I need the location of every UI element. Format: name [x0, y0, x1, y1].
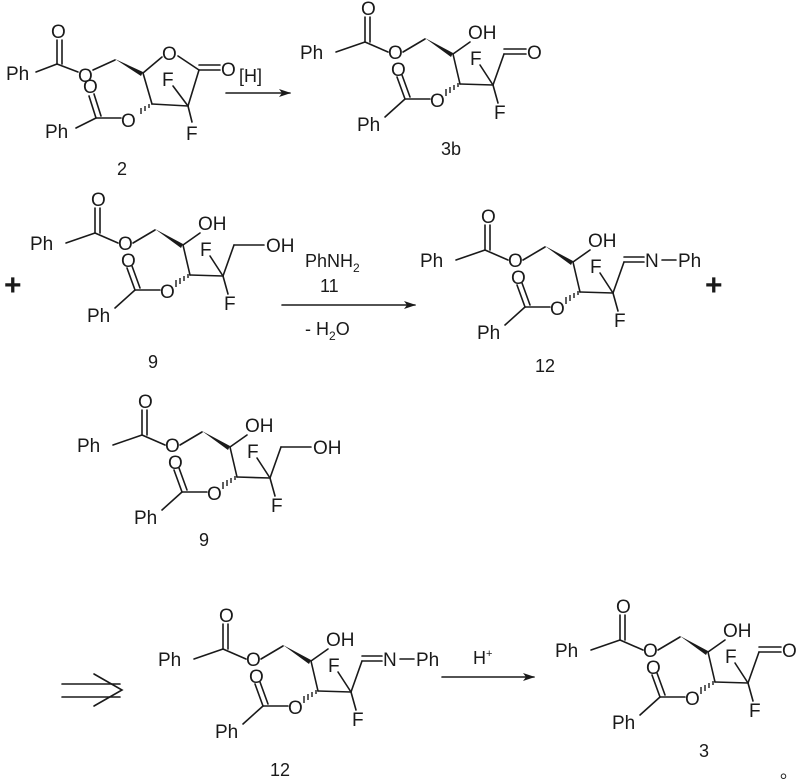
arrow-step-2: PhNH2 11 - H2O [281, 251, 416, 343]
compound-3b: Ph O O OH O O Ph F F O 3b [300, 0, 542, 159]
compound-label-3: 3 [699, 741, 709, 761]
plus-sign: + [705, 269, 723, 302]
atom-o-ring: O [162, 44, 177, 65]
atom-oh: OH [588, 231, 617, 252]
compound-9-second: Ph O O OH O O Ph F F OH 9 [77, 392, 342, 550]
atom-f: F [247, 442, 259, 463]
atom-ph: Ph [6, 64, 29, 85]
atom-ph: Ph [158, 650, 181, 671]
atom-o: O [138, 392, 153, 413]
atom-ph: Ph [357, 115, 380, 136]
reagent-h-plus: H+ [473, 648, 492, 668]
atom-o: O [511, 268, 526, 289]
compound-label-12: 12 [535, 356, 555, 376]
atom-o: O [165, 436, 180, 457]
atom-o: O [51, 22, 66, 43]
atom-o: O [207, 484, 222, 505]
atom-o: O [118, 234, 133, 255]
atom-f: F [328, 656, 340, 677]
atom-o: O [616, 597, 631, 618]
reagent-number-11: 11 [320, 276, 339, 296]
trailing-punctuation: 。 [780, 762, 798, 780]
atom-f: F [749, 701, 761, 722]
atom-f: F [271, 496, 283, 517]
atom-oh: OH [245, 416, 274, 437]
atom-ph: Ph [420, 251, 443, 272]
atom-o: O [685, 689, 700, 710]
atom-f: F [590, 257, 602, 278]
atom-f: F [224, 294, 236, 315]
implies-arrow [61, 673, 124, 707]
atom-o: O [508, 251, 523, 272]
atom-o: O [121, 111, 136, 132]
atom-ph: Ph [555, 641, 578, 662]
atom-ph: Ph [215, 722, 238, 743]
compound-12-second: Ph O O OH O O Ph F F N Ph 12 [158, 606, 439, 780]
compound-9: Ph O O OH O O Ph F F OH 9 [30, 190, 295, 372]
atom-o: O [249, 667, 264, 688]
atom-o: O [121, 251, 136, 272]
compound-2: Ph O O O O F F O O Ph 2 [6, 22, 236, 179]
atom-ph: Ph [477, 323, 500, 344]
atom-oh: OH [468, 23, 497, 44]
atom-f: F [725, 647, 737, 668]
atom-f: F [162, 70, 174, 91]
atom-o: O [481, 207, 496, 228]
compound-label-12: 12 [270, 760, 290, 780]
compound-12: Ph O O OH O O Ph F F N Ph 12 [420, 207, 701, 376]
compound-label-3b: 3b [441, 139, 461, 159]
atom-o-carbonyl: O [221, 60, 236, 81]
atom-o: O [160, 282, 175, 303]
arrow-step-3: H+ [441, 648, 535, 681]
atom-f: F [470, 49, 482, 70]
atom-o: O [219, 606, 234, 627]
atom-o: O [83, 77, 98, 98]
atom-o-aldehyde: O [782, 641, 797, 662]
atom-o: O [391, 60, 406, 81]
atom-ph: Ph [300, 43, 323, 64]
atom-f: F [200, 240, 212, 261]
atom-n: N [645, 251, 659, 272]
atom-f: F [494, 103, 506, 124]
atom-ph: Ph [30, 234, 53, 255]
atom-o: O [91, 190, 106, 211]
atom-oh: OH [198, 214, 227, 235]
compound-label-2: 2 [117, 159, 127, 179]
atom-o: O [361, 0, 376, 20]
atom-ph: Ph [416, 650, 439, 671]
atom-ph: Ph [77, 436, 100, 457]
compound-3: Ph O O OH O O Ph F F O 3 [555, 597, 797, 761]
atom-f: F [186, 124, 198, 145]
atom-ph: Ph [612, 713, 635, 734]
atom-oh: OH [723, 621, 752, 642]
atom-f: F [614, 311, 626, 332]
atom-f: F [352, 710, 364, 731]
atom-o: O [288, 698, 303, 719]
atom-o-aldehyde: O [527, 43, 542, 64]
atom-o: O [646, 658, 661, 679]
atom-o: O [388, 43, 403, 64]
atom-o: O [643, 641, 658, 662]
atom-ph: Ph [87, 306, 110, 327]
reagent-h: [H] [239, 66, 262, 86]
arrow-step-1: [H] [225, 66, 291, 97]
atom-oh-terminal: OH [266, 236, 295, 257]
atom-o: O [168, 453, 183, 474]
atom-o: O [78, 66, 93, 87]
atom-ph: Ph [45, 122, 68, 143]
reagent-minus-h2o: - H2O [305, 319, 350, 343]
atom-o: O [550, 299, 565, 320]
atom-ph: Ph [678, 251, 701, 272]
reagent-phnh2: PhNH2 [305, 251, 360, 275]
atom-o: O [246, 650, 261, 671]
atom-oh-terminal: OH [313, 438, 342, 459]
atom-ph: Ph [134, 508, 157, 529]
compound-label-9: 9 [148, 352, 158, 372]
atom-o: O [430, 91, 445, 112]
compound-label-9: 9 [199, 530, 209, 550]
atom-n: N [383, 650, 397, 671]
plus-sign: + [4, 269, 22, 302]
atom-oh: OH [326, 630, 355, 651]
